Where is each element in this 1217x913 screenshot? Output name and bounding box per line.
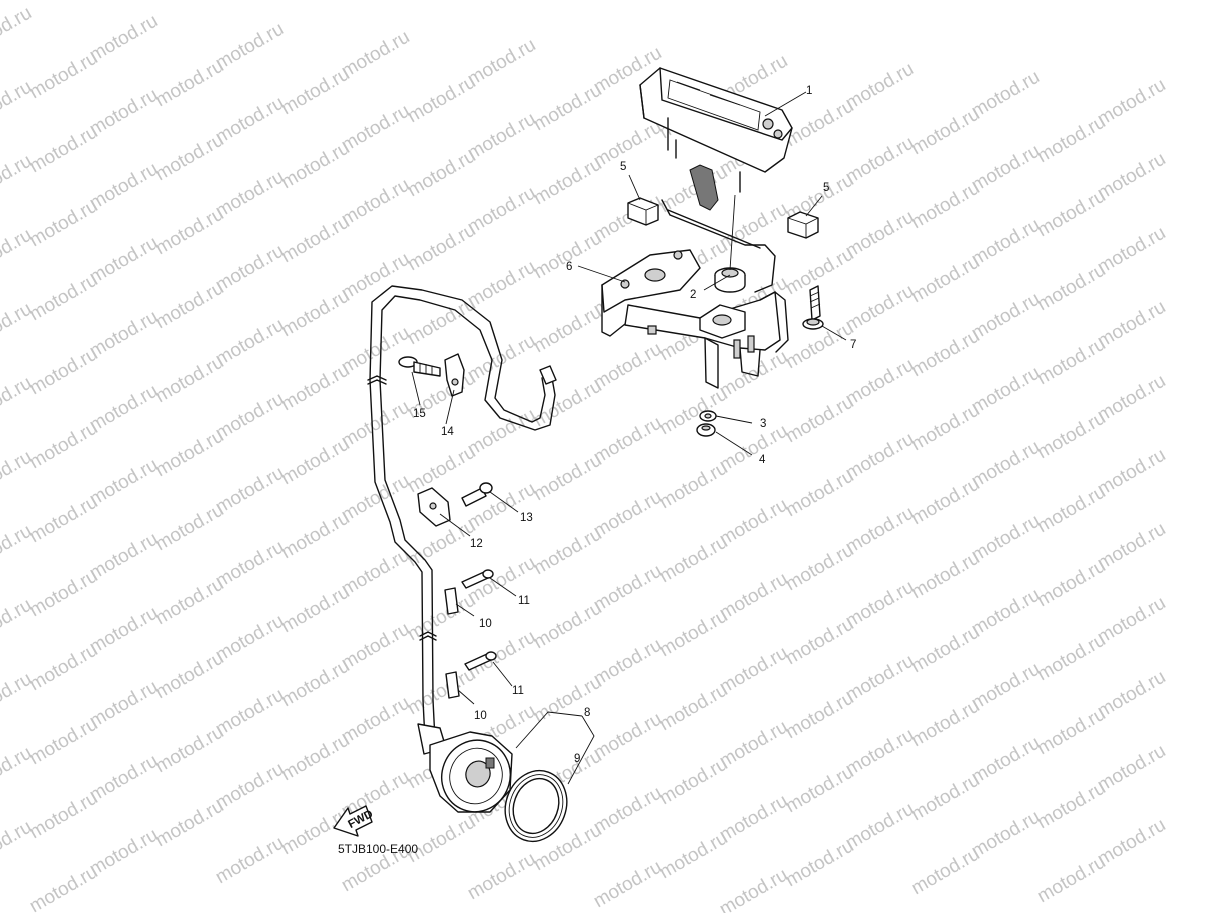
meter-assembly xyxy=(639,67,793,211)
diagram-code: 5TJB100-E400 xyxy=(338,842,419,856)
callout-3: 3 xyxy=(760,418,766,430)
screw-11-lower xyxy=(464,651,497,671)
callout-5-right: 5 xyxy=(823,182,829,194)
screw-11-upper xyxy=(461,569,494,589)
bolt-15 xyxy=(398,356,441,377)
cable-clamp-14 xyxy=(444,353,465,397)
bolt-7 xyxy=(802,285,824,330)
callout-11-lower: 11 xyxy=(512,685,524,697)
oil-seal xyxy=(504,769,568,843)
callout-7: 7 xyxy=(850,339,856,351)
callout-11-upper: 11 xyxy=(518,595,530,607)
bracket-10-lower xyxy=(445,671,460,699)
callout-5-left: 5 xyxy=(620,161,626,173)
callout-1: 1 xyxy=(806,85,812,97)
rubber-pad-left xyxy=(627,197,659,226)
callout-9: 9 xyxy=(574,753,580,765)
callout-15: 15 xyxy=(413,408,426,420)
callout-6: 6 xyxy=(566,261,572,273)
leader-lines xyxy=(411,91,847,785)
nut-4 xyxy=(696,423,716,437)
callout-14: 14 xyxy=(441,426,454,438)
rubber-pad-right xyxy=(787,211,819,239)
meter-bracket xyxy=(601,199,789,389)
plate-12 xyxy=(417,487,451,527)
callout-8: 8 xyxy=(584,707,590,719)
callout-10-upper: 10 xyxy=(479,618,492,630)
washer-3 xyxy=(699,410,717,422)
bracket-10-upper xyxy=(444,587,459,615)
fwd-arrow-icon: FWD xyxy=(333,805,375,837)
bolt-13 xyxy=(461,482,493,507)
callouts: 1 2 3 4 5 5 6 7 8 9 10 10 11 11 12 13 14… xyxy=(413,85,856,765)
callout-12: 12 xyxy=(470,538,483,550)
callout-10-lower: 10 xyxy=(474,710,487,722)
callout-4: 4 xyxy=(759,454,766,466)
grommet xyxy=(714,267,746,293)
meter-cable xyxy=(367,285,557,755)
speedometer-gear-unit xyxy=(429,731,513,813)
callout-2: 2 xyxy=(690,289,696,301)
callout-13: 13 xyxy=(520,512,533,524)
